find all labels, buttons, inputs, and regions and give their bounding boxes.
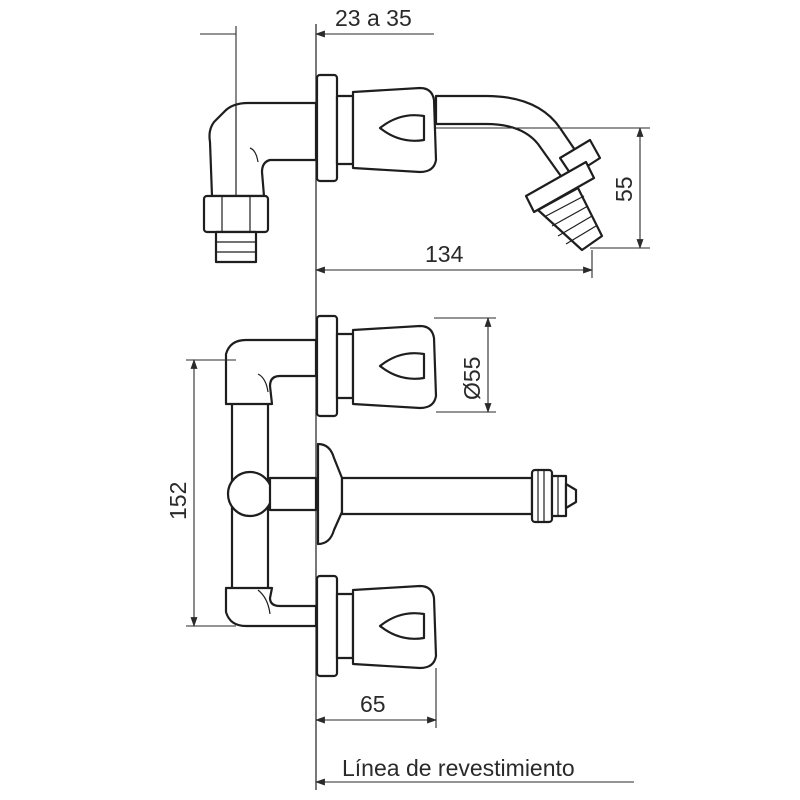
dim-spout-reach-label: 134 [425, 241, 464, 267]
side-hex-nut [202, 194, 270, 234]
dim-spout-reach: 134 [315, 241, 593, 278]
dim-spout-drop: 55 [436, 127, 650, 249]
side-inlet-thread [214, 230, 258, 264]
front-top-escutcheon [315, 314, 339, 418]
dim-inlet-spacing: 152 [165, 359, 236, 627]
cladding-line-label: Línea de revestimiento [342, 755, 575, 781]
front-spout-pipe [340, 476, 534, 516]
side-escutcheon [315, 73, 339, 183]
side-view [202, 73, 604, 264]
side-hose-tail [536, 186, 604, 252]
dim-handle-diameter-label: Ø55 [459, 357, 485, 400]
dim-wall-offset: 23 a 35 [200, 5, 434, 104]
dim-handle-projection-label: 65 [360, 691, 386, 717]
cladding-line-callout: Línea de revestimiento [315, 755, 634, 786]
side-elbow [208, 101, 318, 198]
front-nozzle [530, 468, 578, 524]
front-top-elbow [224, 338, 318, 406]
front-bottom-escutcheon [315, 574, 339, 678]
side-bonnet [335, 94, 355, 166]
dim-inlet-spacing-label: 152 [165, 482, 191, 520]
dim-spout-drop-label: 55 [611, 176, 637, 202]
front-ball-joint [226, 470, 274, 518]
dim-handle-projection: 65 [315, 668, 437, 728]
dim-wall-offset-label: 23 a 35 [335, 5, 412, 31]
side-handle-groove [378, 114, 426, 142]
front-view [224, 314, 578, 678]
front-bottom-elbow [224, 586, 318, 628]
dim-handle-diameter: Ø55 [434, 317, 496, 413]
front-spout-flange [316, 442, 344, 546]
